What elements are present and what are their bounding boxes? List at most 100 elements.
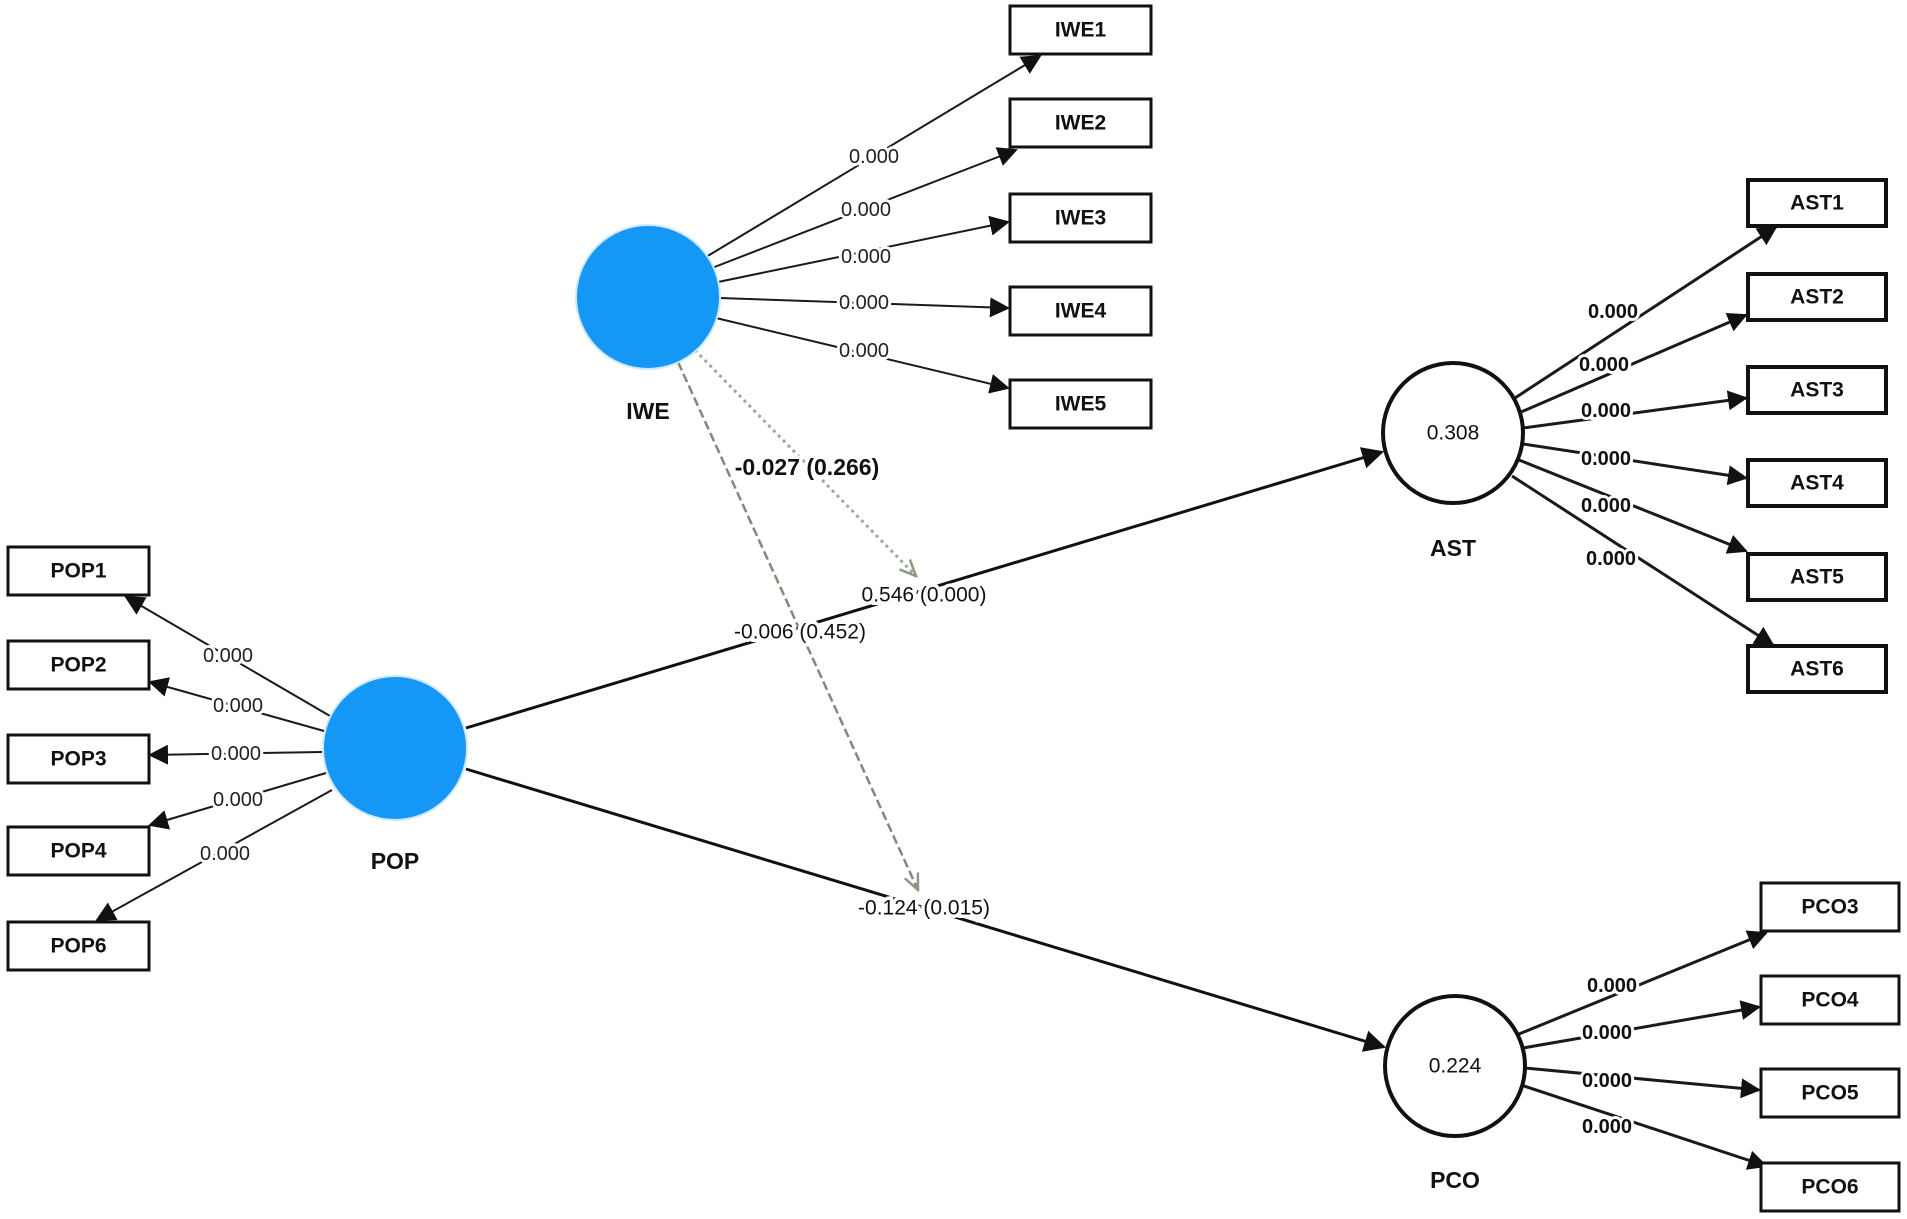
indicator-box bbox=[1008, 285, 1153, 337]
loading-line-pop4 bbox=[148, 772, 327, 830]
path-iwe-to-pop-ast bbox=[688, 343, 916, 576]
indicator-iwe3[interactable]: IWE3 bbox=[1008, 192, 1153, 244]
indicator-pop4[interactable]: POP4 bbox=[6, 825, 151, 877]
indicator-pop3[interactable]: POP3 bbox=[6, 733, 151, 785]
construct-circle bbox=[575, 224, 721, 370]
indicator-box bbox=[1759, 1161, 1901, 1213]
loading-line-pop3 bbox=[148, 744, 323, 765]
indicator-pco5[interactable]: PCO5 bbox=[1759, 1067, 1901, 1119]
indicator-label: POP1 bbox=[50, 560, 106, 583]
indicator-label: PCO5 bbox=[1801, 1082, 1859, 1105]
indicator-box bbox=[6, 920, 151, 972]
indicator-ast1[interactable]: AST1 bbox=[1746, 178, 1888, 228]
indicator-label: AST5 bbox=[1790, 566, 1844, 589]
loading-value-ast2: 0.000 bbox=[1579, 354, 1629, 376]
indicator-label: POP4 bbox=[50, 840, 106, 863]
construct-circle bbox=[1381, 361, 1525, 505]
indicator-pop6[interactable]: POP6 bbox=[6, 920, 151, 972]
loading-line-iwe4 bbox=[719, 297, 1010, 318]
loading-value-iwe3: 0.000 bbox=[841, 246, 891, 268]
indicator-pop2[interactable]: POP2 bbox=[6, 639, 151, 691]
indicator-ast4[interactable]: AST4 bbox=[1746, 458, 1888, 508]
indicator-label: IWE3 bbox=[1055, 207, 1106, 230]
indicator-label: POP6 bbox=[50, 935, 106, 958]
loading-value-pco4: 0.000 bbox=[1582, 1022, 1632, 1044]
indicator-box bbox=[6, 639, 151, 691]
loading-value-ast5: 0.000 bbox=[1581, 495, 1631, 517]
indicator-pco6[interactable]: PCO6 bbox=[1759, 1161, 1901, 1213]
construct-iwe[interactable]: IWE bbox=[575, 224, 721, 424]
path-coefficient-iwe-to-pop-ast: 0.546 (0.000) bbox=[862, 584, 987, 607]
loading-value-pco6: 0.000 bbox=[1582, 1116, 1632, 1138]
loading-line-iwe5 bbox=[715, 317, 1010, 394]
indicator-box bbox=[1746, 272, 1888, 322]
loading-value-pop4: 0.000 bbox=[213, 789, 263, 811]
indicator-box bbox=[1759, 974, 1901, 1026]
indicator-label: AST4 bbox=[1790, 472, 1844, 495]
indicator-label: AST6 bbox=[1790, 658, 1844, 681]
loading-value-pco3: 0.000 bbox=[1587, 975, 1637, 997]
indicator-box bbox=[1008, 4, 1153, 56]
loading-line-pop1 bbox=[124, 595, 331, 717]
indicator-ast6[interactable]: AST6 bbox=[1746, 644, 1888, 694]
loading-value-pop1: 0.000 bbox=[203, 645, 253, 667]
loading-line-ast4 bbox=[1522, 442, 1748, 486]
indicator-iwe1[interactable]: IWE1 bbox=[1008, 4, 1153, 56]
loading-value-iwe1: 0.000 bbox=[849, 146, 899, 168]
indicator-box bbox=[1746, 458, 1888, 508]
construct-circle bbox=[1383, 994, 1527, 1138]
indicator-pco4[interactable]: PCO4 bbox=[1759, 974, 1901, 1026]
loading-line-iwe2 bbox=[711, 147, 1018, 269]
path-iwe-to-pop-pco bbox=[676, 361, 918, 890]
loading-value-iwe2: 0.000 bbox=[841, 199, 891, 221]
loading-value-pco5: 0.000 bbox=[1582, 1070, 1632, 1092]
construct-label: PCO bbox=[1430, 1167, 1480, 1193]
loading-line-ast2 bbox=[1520, 312, 1748, 414]
indicator-iwe4[interactable]: IWE4 bbox=[1008, 285, 1153, 337]
indicator-label: POP3 bbox=[50, 748, 106, 771]
indicator-pop1[interactable]: POP1 bbox=[6, 545, 151, 597]
loading-line-ast3 bbox=[1522, 390, 1748, 430]
indicator-box bbox=[6, 545, 151, 597]
indicator-ast3[interactable]: AST3 bbox=[1746, 365, 1888, 415]
indicator-box bbox=[1746, 552, 1888, 602]
loading-line-pco5 bbox=[1524, 1066, 1761, 1099]
loading-line-pco3 bbox=[1518, 930, 1768, 1036]
path-coefficient-pop-to-pco: -0.124 (0.015) bbox=[858, 897, 990, 920]
loading-line-ast1 bbox=[1514, 225, 1778, 400]
loading-line-iwe1 bbox=[705, 54, 1042, 258]
indicator-iwe2[interactable]: IWE2 bbox=[1008, 97, 1153, 149]
indicator-label: AST2 bbox=[1790, 286, 1844, 309]
path-coefficient-pop-to-ast: -0.006 (0.452) bbox=[734, 621, 866, 644]
loading-value-ast6: 0.000 bbox=[1586, 548, 1636, 570]
construct-r-squared: 0.308 bbox=[1427, 422, 1480, 445]
loading-value-ast3: 0.000 bbox=[1581, 400, 1631, 422]
construct-pop[interactable]: POP bbox=[322, 675, 468, 874]
indicator-ast5[interactable]: AST5 bbox=[1746, 552, 1888, 602]
path-pop-to-pco bbox=[465, 767, 1387, 1052]
indicator-label: POP2 bbox=[50, 654, 106, 677]
loading-line-pco4 bbox=[1522, 1000, 1761, 1050]
loading-line-pop2 bbox=[148, 677, 325, 732]
indicator-pco3[interactable]: PCO3 bbox=[1759, 881, 1901, 933]
indicator-label: AST1 bbox=[1790, 192, 1844, 215]
indicator-ast2[interactable]: AST2 bbox=[1746, 272, 1888, 322]
indicator-iwe5[interactable]: IWE5 bbox=[1008, 378, 1153, 430]
construct-label: POP bbox=[371, 848, 420, 874]
indicator-box bbox=[1008, 192, 1153, 244]
loading-line-pco6 bbox=[1520, 1083, 1768, 1170]
loading-line-ast5 bbox=[1518, 458, 1748, 554]
indicator-label: PCO4 bbox=[1801, 989, 1859, 1012]
loading-value-pop3: 0.000 bbox=[211, 743, 261, 765]
loading-value-pop6: 0.000 bbox=[200, 843, 250, 865]
indicator-box bbox=[1008, 97, 1153, 149]
construct-r-squared: 0.224 bbox=[1429, 1055, 1482, 1078]
loading-line-iwe3 bbox=[717, 215, 1010, 283]
indicator-label: IWE4 bbox=[1055, 300, 1107, 323]
indicator-box bbox=[1759, 1067, 1901, 1119]
loading-line-pop6 bbox=[95, 789, 333, 921]
indicator-label: PCO6 bbox=[1801, 1176, 1858, 1199]
